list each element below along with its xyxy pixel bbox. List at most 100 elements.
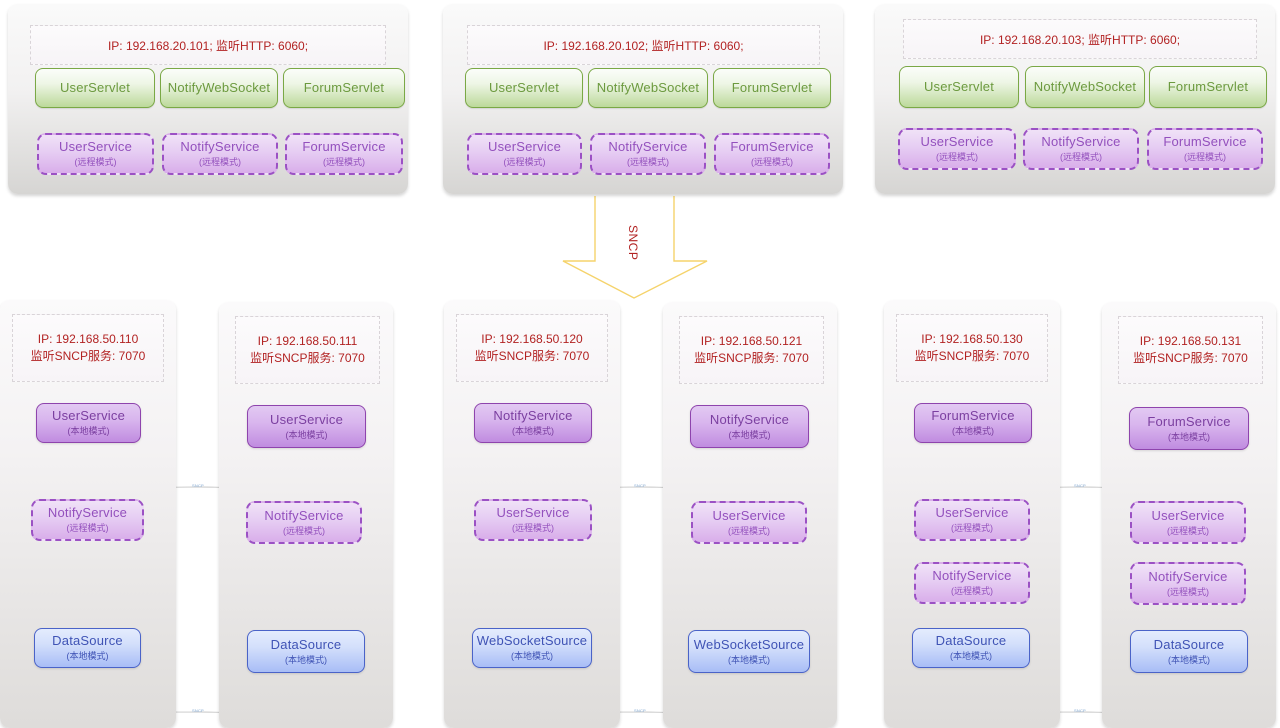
remote-service-node[interactable]: UserService (远程模式) — [914, 499, 1030, 541]
servlet-node[interactable]: NotifyWebSocket — [160, 68, 278, 108]
local-service-node[interactable]: ForumService (本地模式) — [1129, 407, 1249, 450]
node-mode: (本地模式) — [511, 651, 553, 662]
node-mode: (远程模式) — [512, 523, 554, 534]
node-title: ForumService — [302, 139, 386, 155]
remote-service-node[interactable]: NotifyService (远程模式) — [1023, 128, 1139, 170]
host-ip: IP: 192.168.50.130 — [921, 331, 1023, 346]
node-title: NotifyService — [932, 568, 1012, 584]
node-mode: (远程模式) — [751, 157, 793, 168]
node-mode: (远程模式) — [1184, 152, 1226, 163]
node-title: UserServlet — [488, 79, 560, 95]
node-title: UserService — [935, 505, 1009, 521]
host-ip: IP: 192.168.50.110 — [37, 331, 139, 346]
remote-service-node[interactable]: NotifyService (远程模式) — [162, 133, 278, 175]
remote-service-node[interactable]: UserService (远程模式) — [898, 128, 1016, 170]
node-mode: (远程模式) — [323, 157, 365, 168]
host-ip: IP: 192.168.50.131 — [1139, 333, 1242, 348]
node-mode: (本地模式) — [285, 429, 328, 440]
node-mode: (远程模式) — [1167, 586, 1209, 597]
datasource-node[interactable]: DataSource (本地模式) — [34, 628, 141, 668]
node-title: UserService — [59, 139, 132, 155]
local-service-node[interactable]: UserService (本地模式) — [36, 403, 141, 443]
node-title: UserServlet — [923, 78, 995, 94]
servlet-node[interactable]: ForumServlet — [713, 68, 831, 108]
datasource-node[interactable]: DataSource (本地模式) — [912, 628, 1030, 668]
node-title: UserService — [920, 134, 994, 150]
remote-service-node[interactable]: UserService (远程模式) — [37, 133, 154, 175]
node-mode: (本地模式) — [67, 426, 110, 437]
service-host-panel: IP: 192.168.50.121 监听SNCP服务: 7070 Notify… — [663, 302, 837, 728]
remote-service-node[interactable]: NotifyService (远程模式) — [1130, 562, 1246, 605]
node-mode: (本地模式) — [952, 426, 994, 437]
node-mode: (远程模式) — [627, 157, 669, 168]
node-title: DataSource — [1153, 636, 1225, 652]
connector-label: SNCP — [634, 483, 646, 488]
remote-service-node[interactable]: NotifyService (远程模式) — [590, 133, 706, 175]
servlet-node[interactable]: UserServlet — [465, 68, 583, 108]
remote-service-node[interactable]: UserService (远程模式) — [1130, 501, 1246, 544]
remote-service-node[interactable]: UserService (远程模式) — [467, 133, 582, 175]
servlet-node[interactable]: UserServlet — [899, 66, 1019, 108]
servlet-node[interactable]: ForumServlet — [1149, 66, 1267, 108]
node-mode: (本地模式) — [1168, 654, 1210, 665]
node-mode: (本地模式) — [1168, 431, 1210, 442]
node-title: NotifyWebSocket — [1033, 78, 1137, 94]
local-service-node[interactable]: ForumService (本地模式) — [914, 403, 1032, 443]
host-port: 监听SNCP服务: 7070 — [914, 349, 1030, 363]
web-host-panel: IP: 192.168.20.102; 监听HTTP: 6060; UserSe… — [443, 4, 843, 194]
local-service-node[interactable]: NotifyService (本地模式) — [474, 403, 592, 443]
datasource-node[interactable]: WebSocketSource (本地模式) — [688, 630, 810, 673]
node-title: NotifyService — [493, 408, 573, 424]
remote-service-node[interactable]: UserService (远程模式) — [474, 499, 592, 541]
remote-service-node[interactable]: NotifyService (远程模式) — [246, 501, 362, 544]
datasource-node[interactable]: DataSource (本地模式) — [247, 630, 365, 673]
host-ip: IP: 192.168.50.120 — [481, 331, 583, 346]
servlet-node[interactable]: UserServlet — [35, 68, 155, 108]
remote-service-node[interactable]: ForumService (远程模式) — [285, 133, 403, 175]
node-title: DataSource — [270, 636, 342, 652]
remote-service-node[interactable]: NotifyService (远程模式) — [31, 499, 144, 541]
node-mode: (远程模式) — [728, 525, 770, 536]
node-title: ForumService — [730, 139, 814, 155]
node-mode: (本地模式) — [950, 651, 992, 662]
remote-service-node[interactable]: ForumService (远程模式) — [1147, 128, 1263, 170]
host-ip: IP: 192.168.50.111 — [257, 333, 358, 348]
node-title: UserService — [270, 411, 343, 427]
node-title: DataSource — [52, 633, 123, 649]
node-mode: (本地模式) — [728, 654, 770, 665]
web-host-panel: IP: 192.168.20.103; 监听HTTP: 6060; UserSe… — [875, 4, 1275, 194]
node-title: NotifyService — [709, 411, 790, 427]
servlet-node[interactable]: ForumServlet — [283, 68, 405, 108]
node-title: WebSocketSource — [476, 633, 588, 649]
connector-label: SNCP — [634, 708, 646, 713]
servlet-node[interactable]: NotifyWebSocket — [588, 68, 708, 108]
remote-service-node[interactable]: UserService (远程模式) — [691, 501, 807, 544]
host-ip-header: IP: 192.168.50.120 监听SNCP服务: 7070 — [456, 314, 608, 382]
node-title: UserService — [712, 507, 786, 523]
remote-service-node[interactable]: NotifyService (远程模式) — [914, 562, 1030, 604]
node-mode: (远程模式) — [503, 157, 546, 168]
servlet-node[interactable]: NotifyWebSocket — [1025, 66, 1145, 108]
node-mode: (本地模式) — [728, 429, 771, 440]
node-title: UserService — [496, 505, 570, 521]
service-host-panel: IP: 192.168.50.110 监听SNCP服务: 7070 UserSe… — [0, 300, 176, 728]
host-ip-header: IP: 192.168.20.101; 监听HTTP: 6060; — [30, 25, 386, 65]
host-port: 监听SNCP服务: 7070 — [474, 349, 590, 363]
remote-service-node[interactable]: ForumService (远程模式) — [714, 133, 830, 175]
datasource-node[interactable]: WebSocketSource (本地模式) — [472, 628, 592, 668]
node-title: UserService — [52, 408, 125, 424]
datasource-node[interactable]: DataSource (本地模式) — [1130, 630, 1248, 673]
node-mode: (本地模式) — [285, 654, 327, 665]
local-service-node[interactable]: UserService (本地模式) — [247, 405, 366, 448]
host-ip-header: IP: 192.168.20.103; 监听HTTP: 6060; — [903, 19, 1257, 59]
node-title: ForumService — [1163, 134, 1247, 150]
node-title: UserService — [1151, 507, 1225, 523]
local-service-node[interactable]: NotifyService (本地模式) — [690, 405, 809, 448]
node-title: DataSource — [935, 633, 1007, 649]
node-title: UserService — [488, 139, 561, 155]
node-mode: (远程模式) — [74, 157, 117, 168]
node-title: WebSocketSource — [693, 636, 805, 652]
connector-label: SNCP — [1074, 483, 1086, 488]
node-mode: (远程模式) — [1167, 525, 1209, 536]
